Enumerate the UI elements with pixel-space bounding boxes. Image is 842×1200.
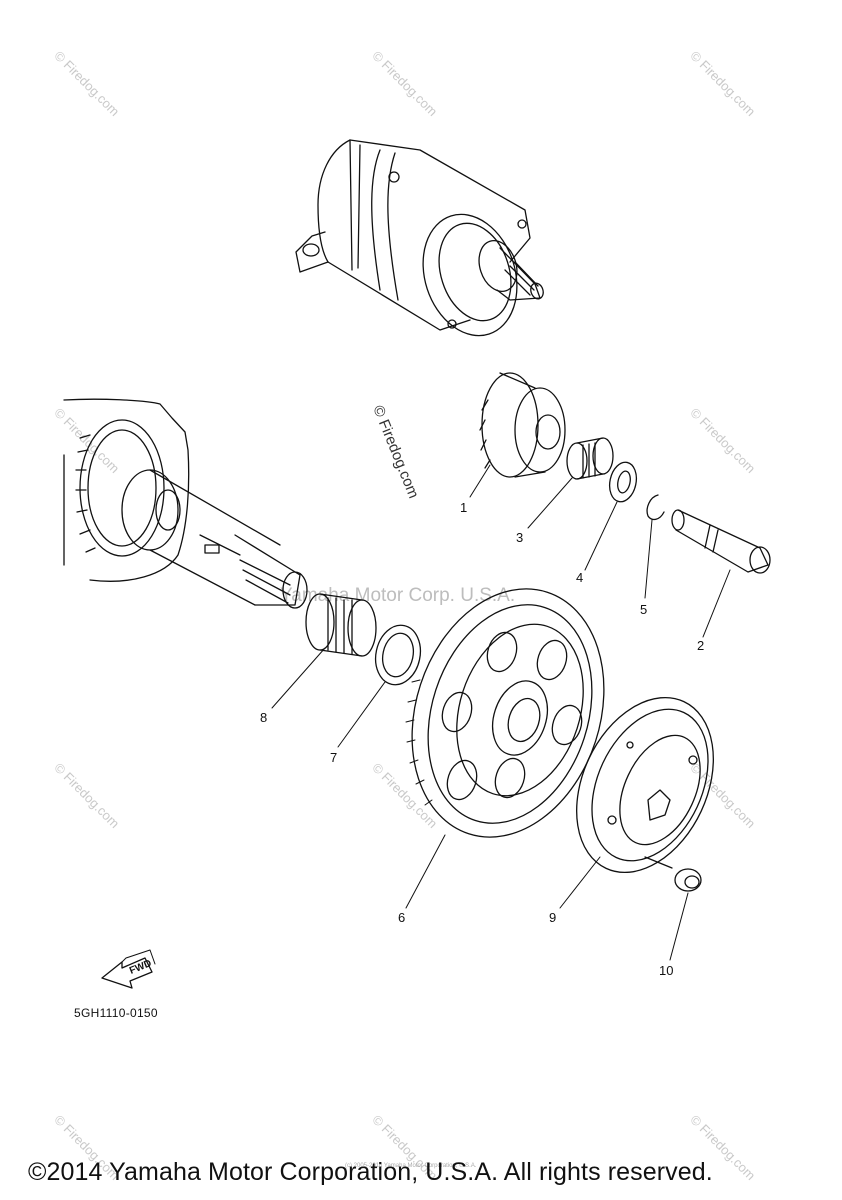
callout-4: 4 bbox=[576, 570, 584, 585]
part-8-bearing bbox=[305, 593, 377, 657]
callout-3: 3 bbox=[516, 530, 524, 545]
diagram-code: 5GH1110-0150 bbox=[74, 1006, 158, 1020]
callout-8: 8 bbox=[260, 710, 268, 725]
fwd-label: FWD bbox=[128, 958, 153, 977]
part-1-idle-gear bbox=[479, 372, 566, 478]
watermark-tiny: (c) 2005-2016 Yamaha Motor Corporation, … bbox=[345, 1163, 477, 1169]
part-2-shaft bbox=[671, 509, 771, 574]
callout-9: 9 bbox=[549, 910, 557, 925]
callout-2: 2 bbox=[697, 638, 705, 653]
part-9-starter-clutch bbox=[576, 696, 714, 874]
part-7-washer bbox=[374, 624, 422, 686]
part-5-circlip bbox=[646, 494, 665, 521]
watermark-center: Yamaha Motor Corp. U.S.A. bbox=[280, 585, 516, 606]
callout-6: 6 bbox=[398, 910, 406, 925]
copyright-footer: ©2014 Yamaha Motor Corporation, U.S.A. A… bbox=[28, 1158, 713, 1186]
part-3-bearing bbox=[566, 437, 614, 480]
part-10-bolt bbox=[644, 856, 702, 892]
leader-lines bbox=[271, 464, 731, 961]
part-4-washer bbox=[608, 461, 638, 503]
starter-motor bbox=[295, 139, 544, 337]
part-6-wheel-gear bbox=[405, 588, 605, 838]
crankshaft bbox=[63, 398, 308, 609]
fwd-arrow-icon: FWD bbox=[101, 949, 156, 989]
callout-1: 1 bbox=[460, 500, 468, 515]
callout-7: 7 bbox=[330, 750, 338, 765]
callout-10: 10 bbox=[659, 963, 674, 978]
callout-5: 5 bbox=[640, 602, 648, 617]
